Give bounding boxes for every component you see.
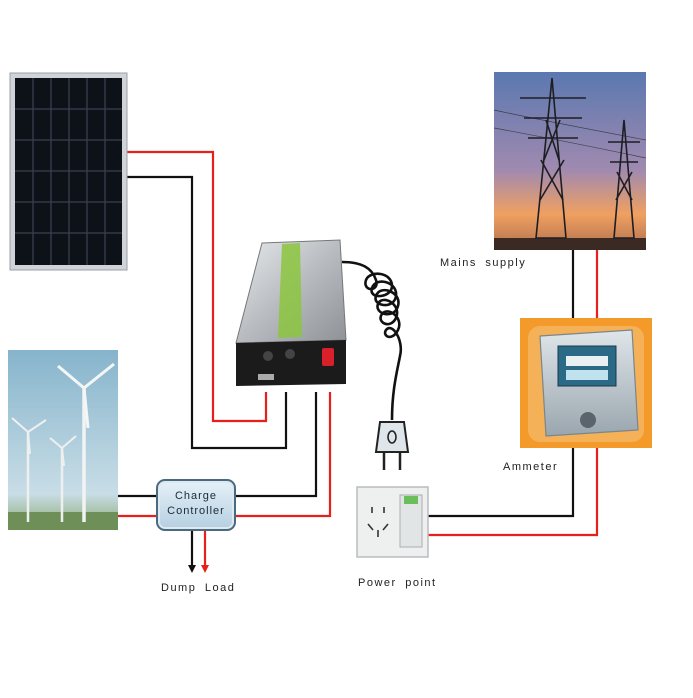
plug-icon (374, 421, 410, 470)
meter-negative-wire (428, 448, 575, 518)
ammeter-label: Ammeter (503, 461, 559, 473)
dump-negative-arrow (188, 565, 196, 573)
inverter-icon (235, 239, 347, 386)
dump-load-label: Dump Load (161, 582, 236, 594)
solar-positive-wire (127, 150, 268, 423)
dump-positive-arrow (201, 565, 209, 573)
inverter-cord (341, 260, 403, 421)
solar-negative-wire (127, 175, 288, 450)
wind-turbine-icon (8, 350, 118, 530)
electric-meter-icon (520, 318, 652, 448)
meter-positive-wire (428, 448, 599, 537)
wires (118, 150, 599, 567)
power-point-label: Power point (358, 577, 437, 589)
charge-controller-box: Charge Controller (156, 479, 236, 531)
charge-controller-label-line2: Controller (167, 505, 225, 517)
power-socket-icon (356, 486, 429, 558)
controller-positive-wire (236, 392, 332, 518)
mains-supply-label: Mains supply (440, 257, 527, 269)
solar-panel-icon (9, 72, 128, 271)
controller-negative-wire (236, 392, 318, 498)
transmission-tower-icon (493, 72, 647, 250)
charge-controller-label-line1: Charge (174, 490, 218, 502)
